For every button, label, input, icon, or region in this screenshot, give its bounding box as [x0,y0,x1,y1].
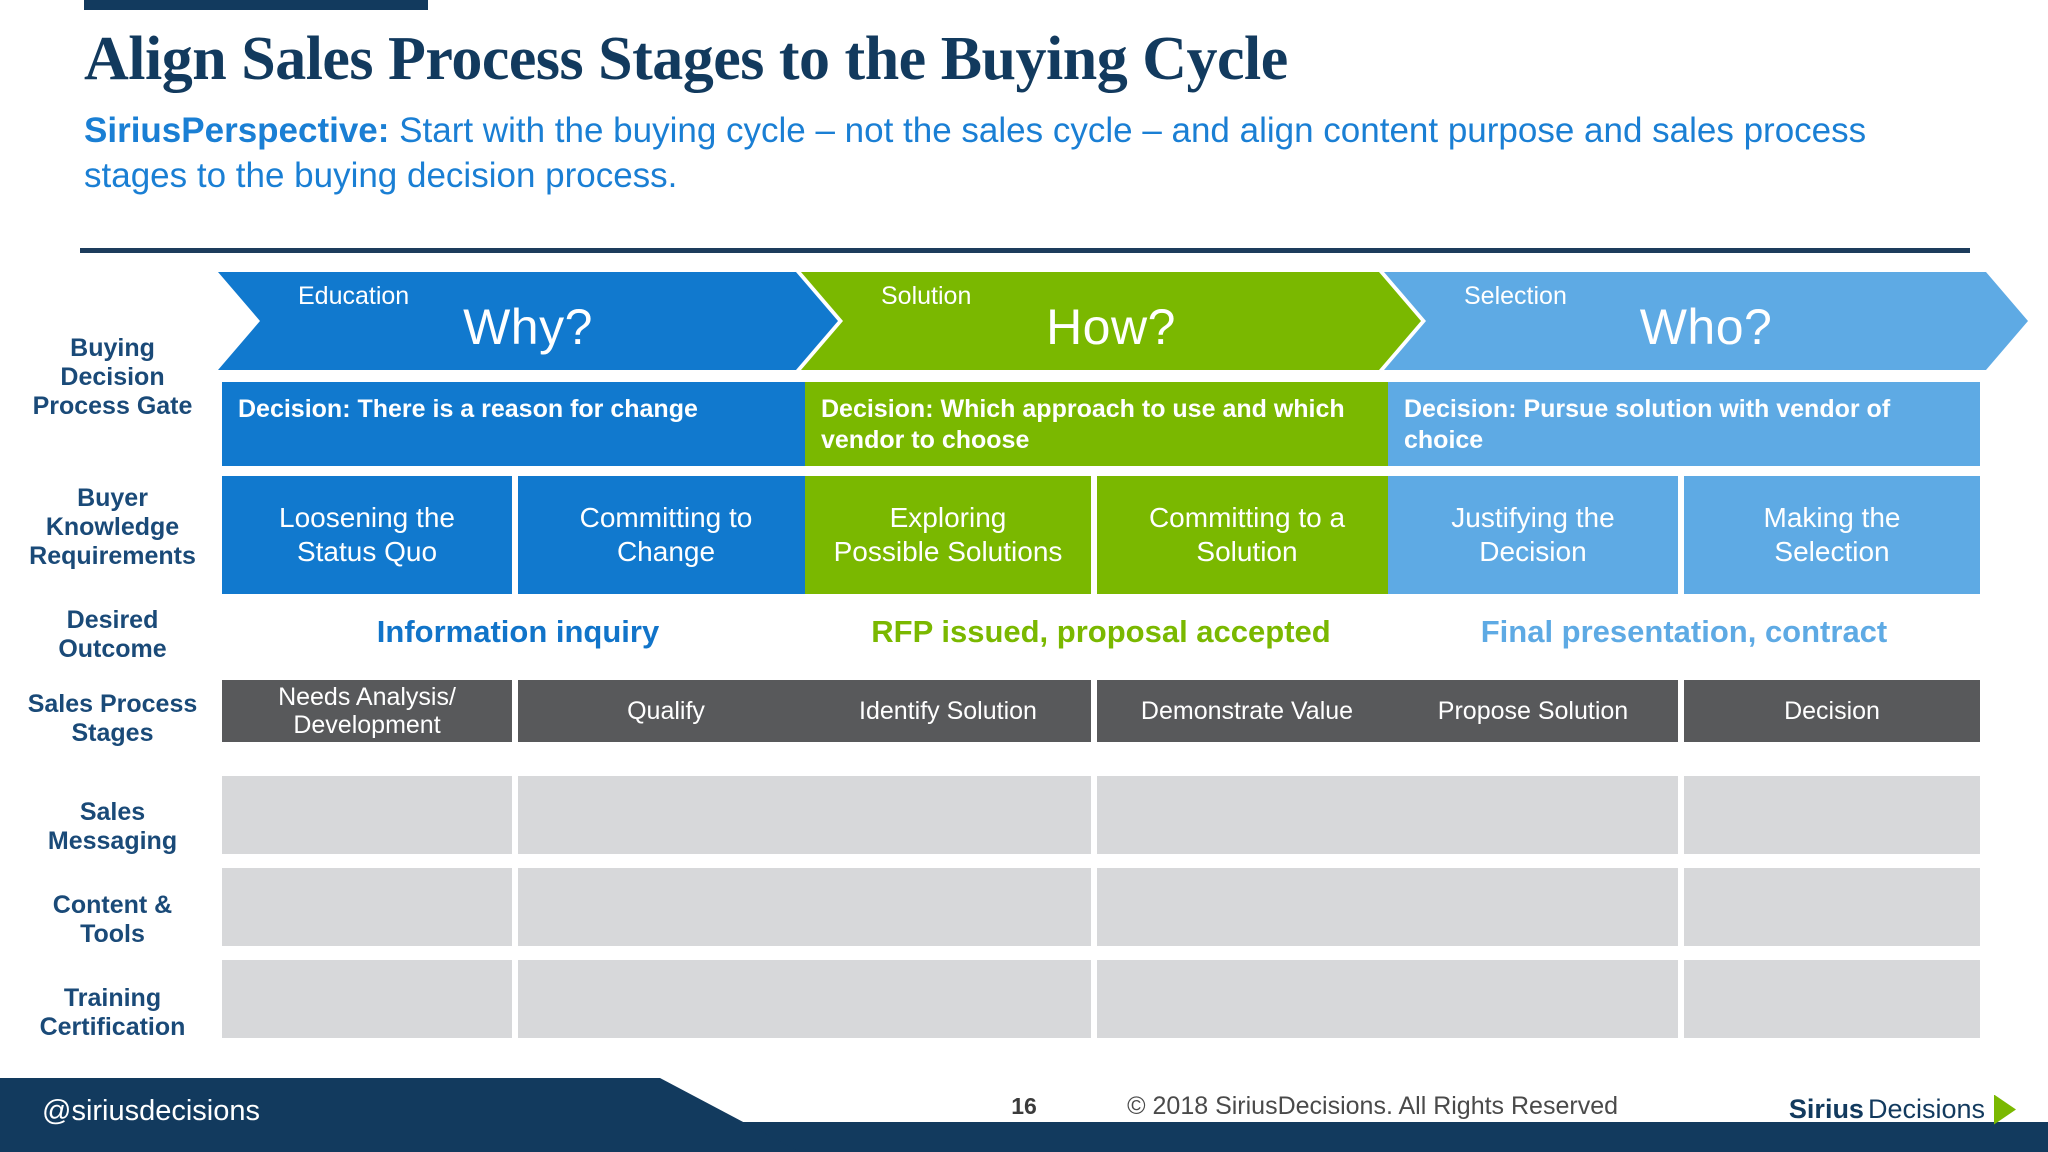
logo-text-decisions: Decisions [1867,1094,1985,1124]
footer-wedge [0,1078,800,1152]
siriusdecisions-logo: Sirius Decisions [1789,1094,2016,1125]
chevron-who-small-label: Selection [1464,282,1567,310]
empty-cell-sales-messaging-6[interactable] [1684,776,1980,854]
empty-cell-training-certification-6[interactable] [1684,960,1980,1038]
knowledge-box-making-selection: Making the Selection [1684,476,1980,594]
social-handle: @siriusdecisions [42,1095,261,1127]
copyright-text: © 2018 SiriusDecisions. All Rights Reser… [1127,1092,1618,1120]
empty-cell-training-certification-1[interactable] [222,960,512,1038]
phase-chevrons: Education Why? Solution How? Selection W… [218,272,2028,370]
empty-cell-training-certification-5[interactable] [1388,960,1678,1038]
knowledge-box-loosening-status-quo: Loosening the Status Quo [222,476,512,594]
outcome-rfp-issued: RFP issued, proposal accepted [871,614,1331,649]
empty-cell-content-tools-1[interactable] [222,868,512,946]
row-label-sales-messaging: Sales Messaging [47,798,178,855]
perspective-label: SiriusPerspective: [84,111,390,151]
empty-cell-content-tools-4[interactable] [1097,868,1397,946]
empty-cell-training-certification-4[interactable] [1097,960,1397,1038]
knowledge-box-committing-to-change: Committing to Change [518,476,814,594]
row-label-content-and-tools: Content & Tools [52,891,173,948]
empty-cell-content-tools-2[interactable] [518,868,814,946]
chevron-how-small-label: Solution [881,282,972,310]
empty-cell-sales-messaging-2[interactable] [518,776,814,854]
outcome-final-presentation: Final presentation, contract [1480,614,1888,649]
knowledge-box-exploring-solutions: Exploring Possible Solutions [805,476,1091,594]
perspective-text: Start with the buying cycle – not the sa… [84,111,1867,196]
stage-box-identify-solution: Identify Solution [805,680,1091,742]
row-label-training-certification: Training Certification [39,984,186,1041]
header-divider [80,248,1970,253]
row-label-sales-process-stages: Sales Process Stages [27,690,198,747]
stage-box-needs-analysis: Needs Analysis/ Development [222,680,512,742]
stage-box-qualify: Qualify [518,680,814,742]
slide-footer: @siriusdecisions 16 © 2018 SiriusDecisio… [0,1060,2048,1152]
top-accent-bar [84,0,428,10]
row-label-buyer-knowledge-requirements: Buyer Knowledge Requirements [29,484,196,570]
stage-box-propose-solution: Propose Solution [1388,680,1678,742]
chevron-who-big-label: Who? [1639,299,1773,355]
empty-cell-sales-messaging-3[interactable] [805,776,1091,854]
empty-cell-sales-messaging-4[interactable] [1097,776,1397,854]
logo-arrow-icon [1994,1094,2016,1125]
chevron-why-shape [218,272,838,370]
chevron-why-small-label: Education [298,282,410,310]
empty-cell-training-certification-3[interactable] [805,960,1091,1038]
chevron-why-big-label: Why? [463,299,593,355]
empty-cell-content-tools-3[interactable] [805,868,1091,946]
empty-cell-sales-messaging-1[interactable] [222,776,512,854]
chevron-how-shape [801,272,1421,370]
chevron-how[interactable]: Solution How? [801,272,1421,370]
perspective-line: SiriusPerspective: Start with the buying… [84,109,1964,199]
chevron-why[interactable]: Education Why? [218,272,838,370]
page-title: Align Sales Process Stages to the Buying… [84,25,1288,93]
chevron-who-shape [1384,272,2028,370]
row-label-desired-outcome: Desired Outcome [58,606,167,663]
empty-cell-training-certification-2[interactable] [518,960,814,1038]
row-label-buying-decision-process-gate: Buying Decision Process Gate [32,334,193,420]
decision-box-who: Decision: Pursue solution with vendor of… [1388,382,1980,466]
empty-cell-content-tools-6[interactable] [1684,868,1980,946]
chevron-how-big-label: How? [1046,299,1176,355]
stage-box-demonstrate-value: Demonstrate Value [1097,680,1397,742]
outcome-information-inquiry: Information inquiry [376,614,660,649]
knowledge-box-committing-to-solution: Committing to a Solution [1097,476,1397,594]
knowledge-box-justifying-decision: Justifying the Decision [1388,476,1678,594]
slide-header: Align Sales Process Stages to the Buying… [84,25,1964,199]
logo-text-sirius: Sirius [1788,1094,1864,1124]
decision-box-how: Decision: Which approach to use and whic… [805,382,1397,466]
stage-box-decision: Decision [1684,680,1980,742]
empty-cell-sales-messaging-5[interactable] [1388,776,1678,854]
decision-box-why: Decision: There is a reason for change [222,382,814,466]
chevron-who[interactable]: Selection Who? [1384,272,2028,370]
page-number: 16 [1011,1093,1037,1119]
empty-cell-content-tools-5[interactable] [1388,868,1678,946]
